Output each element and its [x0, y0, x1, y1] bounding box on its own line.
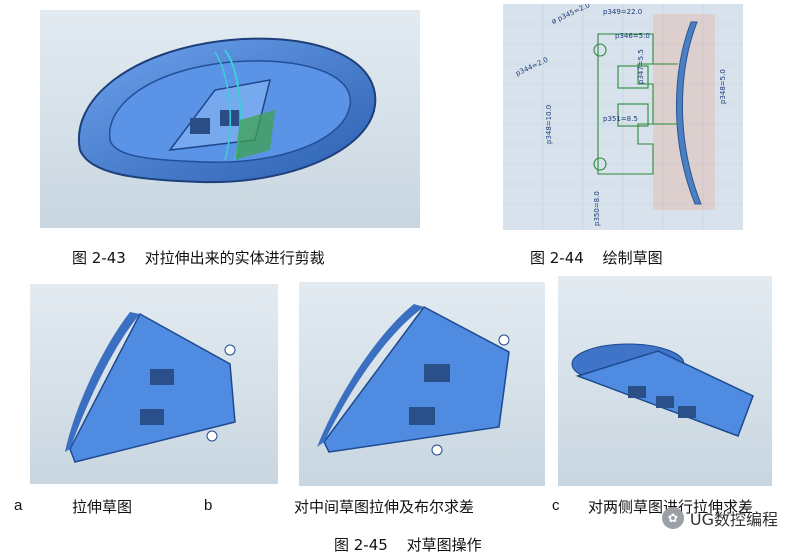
- caption-fig-2-43: 图 2-43 对拉伸出来的实体进行剪裁: [72, 247, 325, 268]
- dim-label: p346=5.0: [615, 32, 650, 40]
- dim-label: p349=22.0: [603, 8, 642, 16]
- figure-2-45b-image: [299, 282, 545, 486]
- figure-2-45c-image: [558, 276, 772, 486]
- fig-title: 对草图操作: [406, 536, 482, 554]
- dim-label: p347=5.5: [637, 49, 645, 84]
- fig-title: 对拉伸出来的实体进行剪裁: [144, 249, 325, 267]
- wechat-icon: ✿: [661, 507, 684, 529]
- sketch-plane: [235, 110, 275, 160]
- watermark-text: UG数控编程: [689, 510, 778, 529]
- figure-2-43-image: [40, 10, 420, 228]
- fig-number: 图 2-43: [72, 249, 126, 267]
- dim-label: p350=8.0: [593, 191, 601, 226]
- dim-label: p351=8.5: [603, 115, 638, 123]
- fig-title: 绘制草图: [602, 249, 663, 267]
- subfig-label-b: 对中间草图拉伸及布尔求差: [294, 498, 475, 516]
- caption-fig-2-45: 图 2-45 对草图操作: [334, 534, 482, 555]
- dim-label: p348=10.0: [545, 105, 553, 144]
- figure-2-44-image: p349=22.0 ø p345=2.0 p344=2.0 p346=5.0 p…: [503, 4, 743, 230]
- fig-number: 图 2-44: [530, 249, 584, 267]
- caption-fig-2-44: 图 2-44 绘制草图: [530, 247, 663, 268]
- figure-2-45a-image: [30, 284, 278, 484]
- subfig-letter-a: a: [14, 497, 23, 514]
- subfig-letter-c: c: [552, 497, 560, 514]
- dim-label: p348=5.0: [719, 69, 727, 104]
- fig-number: 图 2-45: [334, 536, 388, 554]
- subfig-label-a: 拉伸草图: [72, 498, 133, 516]
- watermark: ✿ UG数控编程: [661, 506, 778, 530]
- subfig-letter-b: b: [204, 497, 213, 514]
- curved-profile: [676, 21, 702, 205]
